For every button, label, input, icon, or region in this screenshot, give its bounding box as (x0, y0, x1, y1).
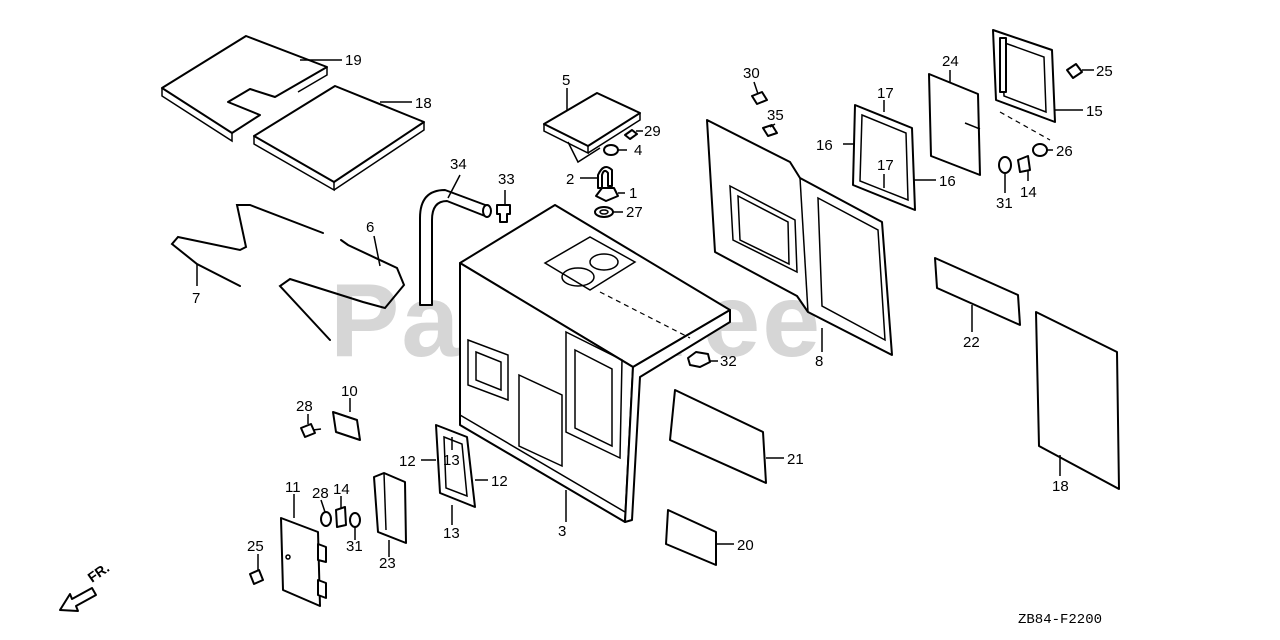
part-21-pad[interactable] (669, 389, 767, 484)
part-1-cap[interactable] (595, 187, 619, 202)
part-22-panel[interactable] (934, 257, 1021, 326)
callout-16-right: 16 (939, 173, 956, 190)
part-28-screw[interactable] (300, 423, 322, 438)
part-4-nut[interactable] (603, 144, 619, 156)
part-24-plate[interactable] (928, 73, 981, 176)
part-16-17-seal[interactable] (852, 104, 916, 211)
part-15-cover[interactable] (992, 29, 1056, 141)
callout-23: 23 (379, 555, 396, 572)
callout-11: 11 (285, 479, 301, 496)
callout-32: 32 (720, 353, 737, 370)
callout-24: 24 (942, 53, 959, 70)
callout-29: 29 (644, 123, 661, 140)
callout-14-lower: 14 (333, 481, 350, 498)
callout-18-top: 18 (415, 95, 432, 112)
callout-17-bottom: 17 (877, 157, 894, 174)
callout-15: 15 (1086, 103, 1103, 120)
front-direction-arrow-icon (59, 587, 97, 612)
part-7-rod[interactable] (170, 204, 324, 287)
part-30-bolt[interactable] (751, 91, 768, 105)
callout-25-top: 25 (1096, 63, 1113, 80)
part-27-gasket[interactable] (594, 206, 614, 218)
callout-28-upper: 28 (296, 398, 313, 415)
part-29-bolt[interactable] (624, 129, 638, 140)
part-31-nut-lower[interactable] (349, 512, 361, 528)
callout-19: 19 (345, 52, 362, 69)
callout-31-top: 31 (996, 195, 1013, 212)
callout-28-lower: 28 (312, 485, 329, 502)
callout-27: 27 (626, 204, 643, 221)
part-18-side-panel[interactable] (1035, 311, 1120, 490)
part-25-bolt[interactable] (1066, 63, 1083, 79)
callout-6: 6 (366, 219, 374, 236)
callout-21: 21 (787, 451, 804, 468)
callout-10: 10 (341, 383, 358, 400)
callout-13-top: 13 (443, 452, 460, 469)
part-23-bracket[interactable] (373, 472, 407, 544)
part-20-pad[interactable] (665, 509, 717, 566)
part-31-nut[interactable] (998, 156, 1012, 174)
part-34-tube[interactable] (419, 189, 492, 306)
part-11-cover[interactable] (280, 517, 327, 607)
callout-2: 2 (566, 171, 574, 188)
callout-33: 33 (498, 171, 515, 188)
part-14-clip[interactable] (1017, 155, 1031, 173)
callout-12-right: 12 (491, 473, 508, 490)
callout-4: 4 (634, 142, 642, 159)
callout-20: 20 (737, 537, 754, 554)
callout-31-lower: 31 (346, 538, 363, 555)
callout-22: 22 (963, 334, 980, 351)
callout-13-bottom: 13 (443, 525, 460, 542)
callout-5: 5 (562, 72, 570, 89)
part-33-fitting[interactable] (496, 204, 511, 223)
part-35-bolt[interactable] (762, 124, 778, 137)
part-8-rear-panel[interactable] (706, 119, 893, 356)
callout-26: 26 (1056, 143, 1073, 160)
callout-17-top: 17 (877, 85, 894, 102)
callout-8: 8 (815, 353, 823, 370)
part-12-13-seal[interactable] (435, 424, 476, 508)
direction-label: FR. (85, 559, 113, 585)
part-28-washer[interactable] (320, 511, 332, 527)
part-19-foam-pad[interactable] (161, 35, 328, 143)
part-26-nut[interactable] (1032, 143, 1048, 157)
callout-labels: 19 18 5 30 29 4 35 34 33 2 1 27 6 7 17 1… (192, 52, 1113, 572)
part-32-grommet[interactable] (687, 351, 711, 368)
part-6-rod[interactable] (278, 239, 406, 341)
callout-14-top: 14 (1020, 184, 1037, 201)
callout-25-lower: 25 (247, 538, 264, 555)
callout-34: 34 (450, 156, 467, 173)
part-3-housing[interactable] (459, 204, 731, 523)
part-5-lid[interactable] (543, 92, 641, 155)
part-14-clip-lower[interactable] (335, 506, 347, 528)
callout-16-left: 16 (816, 137, 833, 154)
part-18-top-pad[interactable] (253, 85, 425, 192)
part-25-screw[interactable] (249, 569, 264, 585)
diagram-code: ZB84-F2200 (1018, 612, 1102, 628)
part-2-clip[interactable] (597, 165, 613, 189)
part-10-plate[interactable] (332, 411, 361, 441)
callout-3: 3 (558, 523, 566, 540)
callout-12-left: 12 (399, 453, 416, 470)
callout-30: 30 (743, 65, 760, 82)
callout-1: 1 (629, 185, 637, 202)
callout-35: 35 (767, 107, 784, 124)
callout-7: 7 (192, 290, 200, 307)
callout-18-side: 18 (1052, 478, 1069, 495)
